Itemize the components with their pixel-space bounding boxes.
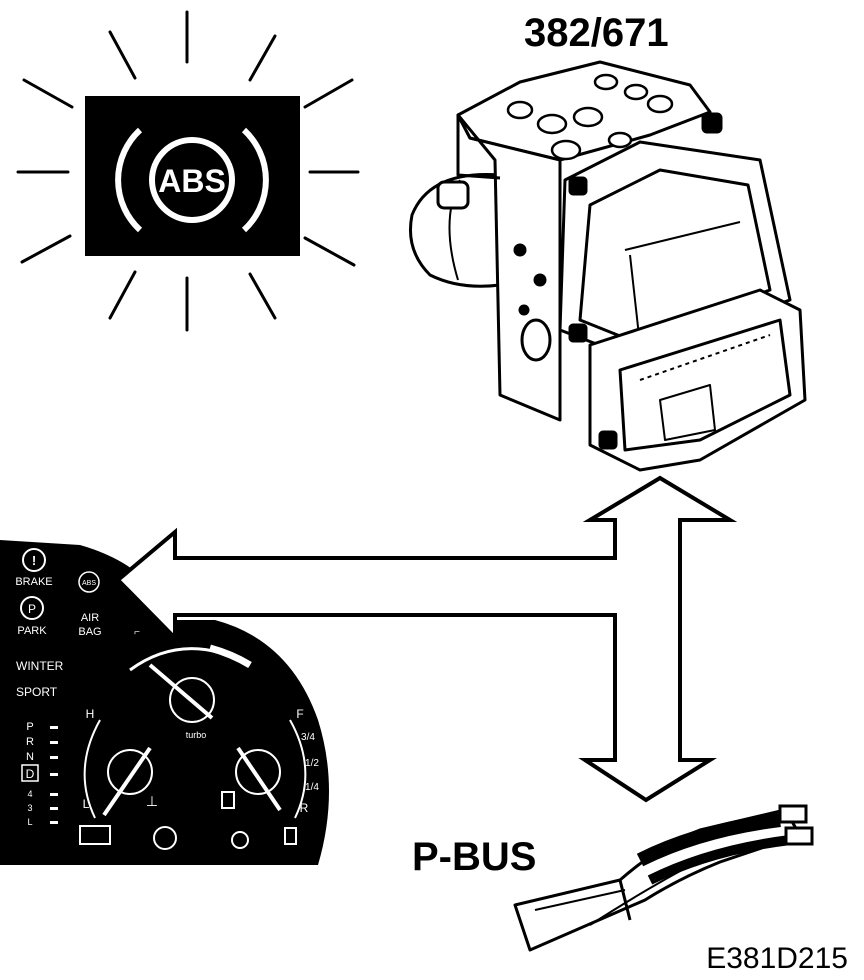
temp-needle <box>102 746 152 817</box>
sport-label: SPORT <box>16 685 58 699</box>
airbag-label-1: AIR <box>81 612 99 624</box>
fuel-full-label: F <box>296 707 303 721</box>
cluster-face <box>0 540 329 865</box>
figure-code: E381D215 <box>706 942 848 975</box>
small-abs-icon <box>78 571 100 593</box>
svg-text:D: D <box>26 767 35 781</box>
cable-end-2 <box>784 826 814 846</box>
abs-warning-lamp: ABS <box>16 10 360 332</box>
ecu-cover <box>578 168 772 342</box>
temp-high-label: H <box>86 707 95 721</box>
lamp-rays <box>16 10 360 332</box>
cable-end-1 <box>778 804 808 824</box>
cable-twist <box>636 813 781 867</box>
abs-bracket-left <box>115 127 143 233</box>
mount-bolts <box>568 112 723 450</box>
turbo-label: turbo <box>186 730 207 740</box>
fuel-three-quarter-label: 3/4 <box>301 732 315 743</box>
instrument-cluster: ! BRAKE P PARK ABS AIR BAG ⌐ WINTER SPOR… <box>0 540 329 865</box>
svg-text:R: R <box>26 736 34 748</box>
coolant-icon: ⊥ <box>146 793 158 809</box>
temp-gauge: H L ⊥ <box>83 707 158 817</box>
park-label: PARK <box>17 625 47 637</box>
svg-text:3: 3 <box>27 803 32 813</box>
svg-text:4: 4 <box>27 789 32 799</box>
p-bus-cable <box>513 804 814 952</box>
side-fitting <box>436 180 470 210</box>
turbo-dial <box>169 677 215 723</box>
svg-text:L: L <box>27 817 32 827</box>
turbo-gauge: turbo <box>129 644 252 740</box>
fog-light-icon <box>231 831 249 849</box>
temp-arc <box>83 719 101 819</box>
fuel-quarter-label: 1/4 <box>305 782 319 793</box>
brake-label: BRAKE <box>15 576 52 588</box>
airbag-label-2: BAG <box>78 626 101 638</box>
low-fuel-icon <box>284 827 297 845</box>
fuel-reserve-label: R <box>300 801 309 815</box>
winter-label: WINTER <box>16 659 64 673</box>
turbo-needle <box>148 663 214 720</box>
fuel-gauge: F 3/4 1/2 1/4 R <box>221 707 319 815</box>
mount-bushing <box>520 318 552 362</box>
abs-lamp-label: ABS <box>158 163 226 199</box>
brake-warning-icon <box>22 548 46 572</box>
abs-bracket-right <box>241 127 269 233</box>
check-engine-icon <box>79 825 111 845</box>
bottom-indicators <box>79 825 297 850</box>
oil-icon: ⌐ <box>134 627 140 638</box>
selected-gear-box <box>21 764 39 782</box>
fuel-arc <box>289 719 307 819</box>
brake-wear-icon <box>153 826 177 850</box>
fuel-needle <box>236 746 282 812</box>
temp-low-label: L <box>83 797 90 811</box>
communication-arrows <box>115 475 738 803</box>
part-number: 382/671 <box>524 11 669 55</box>
svg-text:N: N <box>26 751 34 763</box>
brake-ports <box>506 73 674 161</box>
park-brake-icon <box>20 596 44 620</box>
p-bus-label: P-BUS <box>412 835 536 879</box>
park-symbol: P <box>28 602 36 616</box>
abs-ring <box>149 137 235 223</box>
fuel-pump-icon <box>221 791 235 809</box>
gear-indicator: P R N D 4 3 L <box>21 721 58 827</box>
fuel-half-label: 1/2 <box>305 758 319 769</box>
svg-text:P: P <box>26 721 33 733</box>
brake-symbol: ! <box>32 553 36 568</box>
small-abs-label: ABS <box>82 580 96 587</box>
abs-control-module <box>408 60 807 472</box>
